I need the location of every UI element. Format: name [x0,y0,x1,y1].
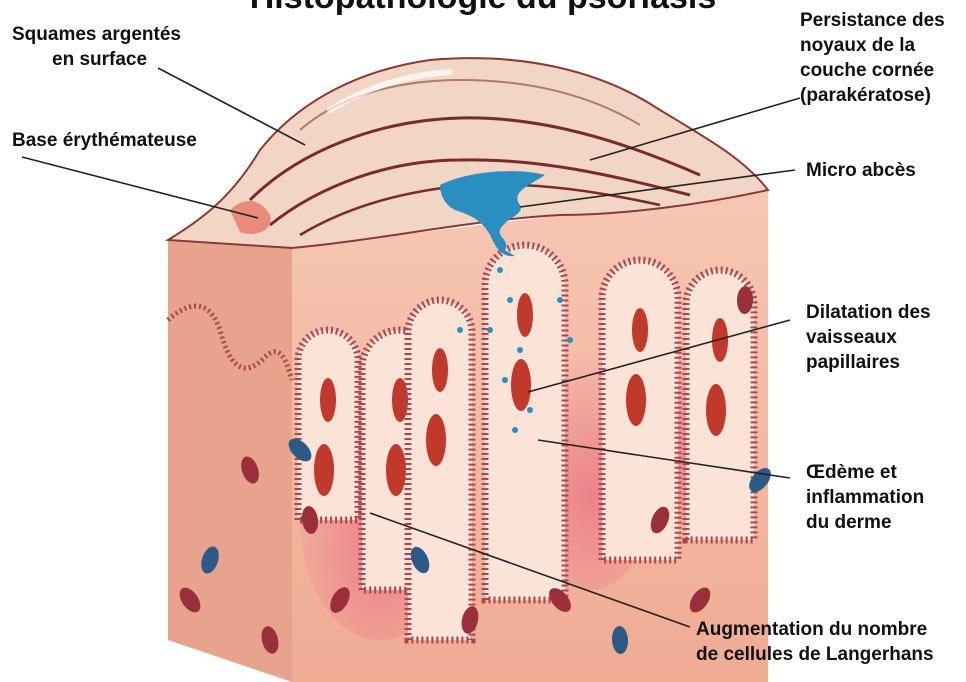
neutrophil-droplet [502,377,508,383]
blood-vessel [632,308,648,352]
neutrophil-droplet [527,407,533,413]
blood-vessel [511,359,531,411]
neutrophil-droplet [567,337,573,343]
label-oedeme: Œdème et inflammation du derme [806,460,924,535]
label-squames: Squames argentés en surface [12,22,181,72]
blood-vessel [314,444,334,496]
neutrophil-droplet [507,297,513,303]
label-base: Base érythémateuse [12,128,197,153]
neutrophil-droplet [512,427,518,433]
blood-vessel [626,374,646,426]
neutrophil-droplet [557,297,563,303]
blood-vessel [517,293,533,337]
label-langerhans: Augmentation du nombre de cellules de La… [696,617,934,667]
neutrophil-droplet [457,327,463,333]
label-micro-abces: Micro abcès [806,158,916,183]
blood-vessel [426,414,446,466]
neutrophil-droplet [517,347,523,353]
label-parakeratose: Persistance des noyaux de la couche corn… [800,8,945,108]
label-dilatation: Dilatation des vaisseaux papillaires [806,300,931,375]
neutrophil-droplet [497,267,503,273]
blood-vessel [386,444,406,496]
blood-vessel [320,378,336,422]
neutrophil-droplet [487,327,493,333]
leader-base [22,157,258,218]
block-side-face [168,240,292,682]
blood-vessel [706,384,726,436]
blood-vessel [432,348,448,392]
